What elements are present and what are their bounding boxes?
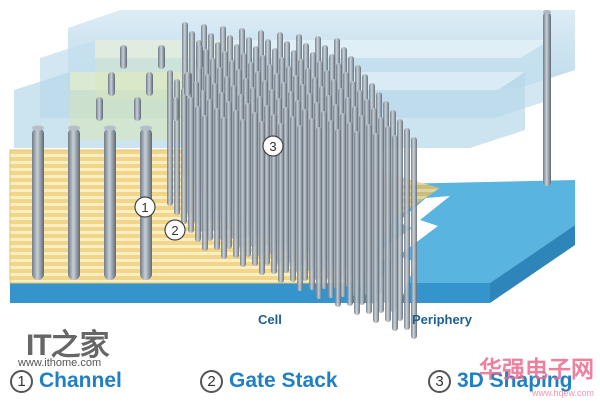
short-channel-pillar [146,72,153,96]
channel-pillar [385,126,391,322]
periphery-pillar [543,10,551,186]
legend-text: Gate Stack [229,369,338,392]
channel-pillar [214,108,220,250]
hqew-watermark-url: www.hqew.com [531,388,594,398]
legend-number: 3 [428,369,451,393]
channel-pillar [340,113,346,297]
cell-region-label: Cell [258,312,282,327]
short-channel-pillar [108,72,115,96]
channel-pillar [278,123,284,283]
channel-pillar [240,119,246,267]
short-channel-pillar [96,97,103,121]
channel-pillar [233,110,239,258]
channel-pillar [321,111,327,289]
legend-number: 1 [10,369,33,393]
legend-item-gate-stack: 2 Gate Stack [200,366,338,396]
channel-pillar [397,119,403,321]
channel-pillar [316,127,322,299]
legend-text: Channel [39,369,122,392]
channel-pillar [354,131,360,315]
callout-1-number: 1 [141,200,148,215]
channel-pillar [195,106,201,242]
channel-pillar [392,135,398,331]
short-channel-pillar [184,72,191,96]
legend-text: 3D Shaping [457,369,573,392]
callout-1: 1 [134,196,156,218]
legend-item-3d-shaping: 3 3D Shaping [428,366,573,396]
channel-pillar [411,137,417,339]
channel-pillar [207,99,213,241]
channel-pillar [259,121,265,275]
short-channel-pillar [196,45,203,69]
channel-pillar [252,112,258,266]
ithome-logo: IT之家 www.ithome.com [18,320,130,370]
channel-pillar [283,107,289,273]
callout-2: 2 [164,219,186,241]
channel-pillar [359,115,365,305]
channel-pillar [188,97,194,233]
callout-3: 3 [262,135,284,157]
channel-pillar [226,101,232,249]
channel-pillar-array [96,22,417,339]
ithome-url: www.ithome.com [18,357,102,369]
channel-pillar [309,118,315,290]
legend-number: 2 [200,369,223,393]
callout-3-number: 3 [269,139,276,154]
periphery-region-label: Periphery [412,312,472,327]
channel-pillar [335,129,341,307]
channel-pillar [328,120,334,298]
channel-pillar [366,124,372,314]
short-channel-pillar [158,45,165,69]
short-channel-pillar [134,97,141,121]
channel-pillar [378,117,384,313]
channel-pillar [297,125,303,291]
channel-pillar [347,122,353,306]
channel-pillar [290,116,296,282]
channel-pillar [302,109,308,281]
short-channel-pillar [120,45,127,69]
channel-pillar [167,70,173,206]
channel-pillar [373,133,379,323]
short-channel-pillar [172,97,179,121]
legend-item-channel: 1 Channel [10,366,122,396]
callout-2-number: 2 [171,223,178,238]
channel-pillar [202,115,208,251]
channel-pillar [245,103,251,257]
hqew-watermark-text: 华强电子网 [479,356,594,382]
channel-pillar [221,117,227,259]
channel-pillar [181,88,187,224]
channel-pillar [404,128,410,330]
ithome-logo-text: IT之家 [26,329,110,362]
